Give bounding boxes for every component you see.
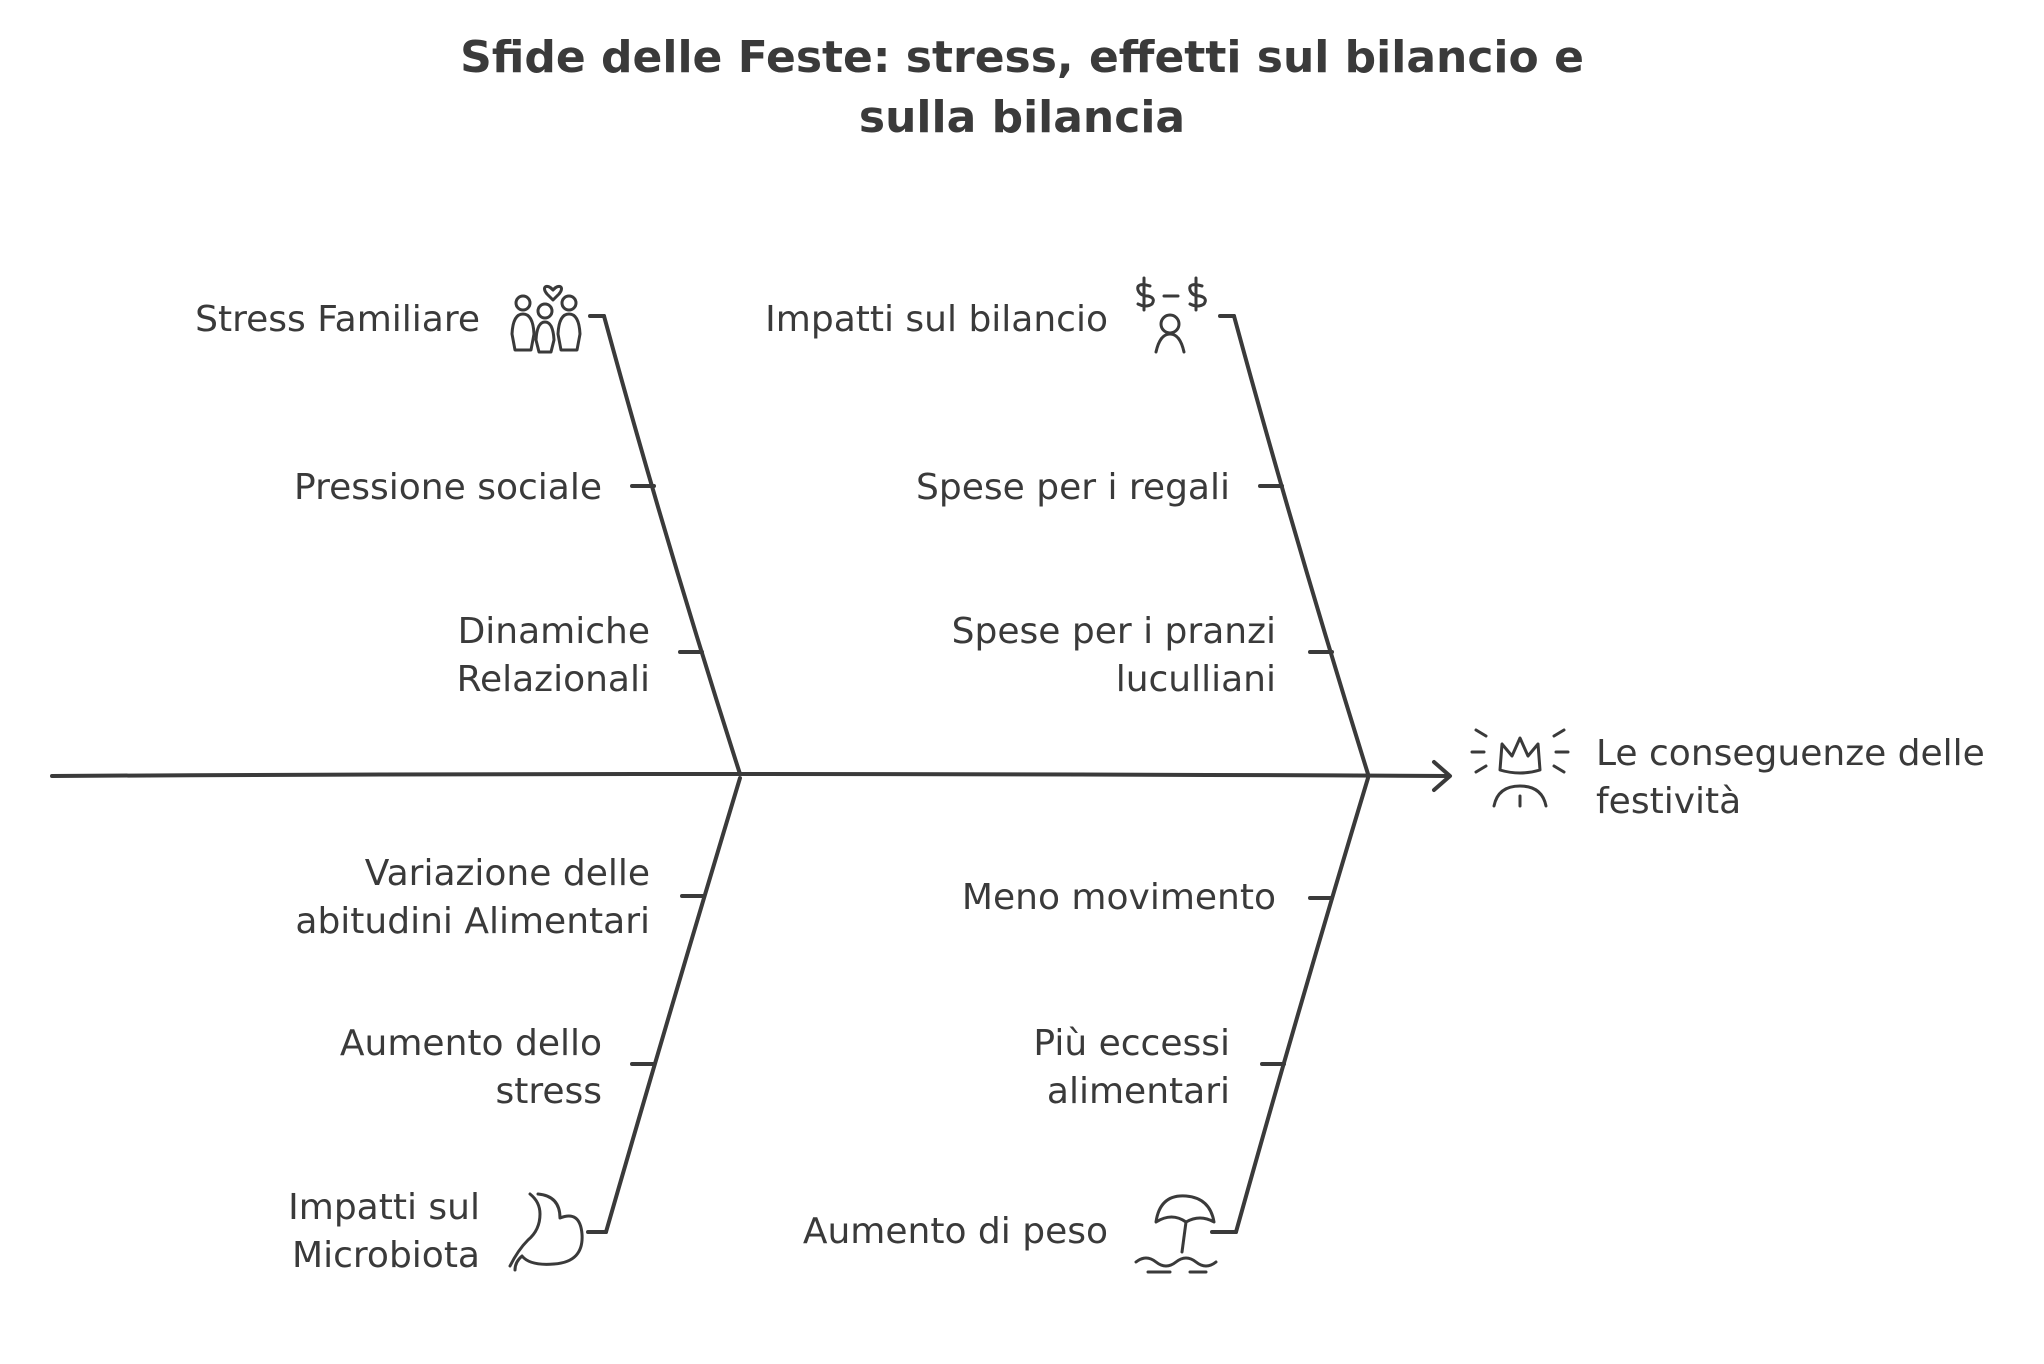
category-impatti-bilancio: Impatti sul bilancio xyxy=(765,299,1108,340)
spine-arrowhead xyxy=(1432,760,1452,792)
cause-spese-regali: Spese per i regali xyxy=(916,467,1230,508)
cause-variazione-abitudini: Variazione delle abitudini Alimentari xyxy=(295,853,650,942)
bone-stress-familiare xyxy=(602,314,742,776)
cause-spese-pranzi: Spese per i pranzi luculliani xyxy=(951,611,1276,700)
spine-line xyxy=(50,772,1450,778)
bone-aumento-peso xyxy=(1234,776,1370,1234)
title-line-2: sulla bilancia xyxy=(858,92,1186,143)
category-impatti-microbiota: Impatti sul Microbiota xyxy=(288,1187,480,1276)
cause-eccessi-alimentari: Più eccessi alimentari xyxy=(1033,1023,1230,1112)
cause-aumento-stress: Aumento dello stress xyxy=(339,1023,602,1112)
bone-impatti-microbiota xyxy=(604,776,742,1234)
page-title: Sfide delle Feste: stress, effetti sul b… xyxy=(0,28,2044,148)
money-person-icon xyxy=(1136,276,1207,354)
beach-umbrella-icon xyxy=(1134,1194,1218,1274)
stomach-icon xyxy=(508,1192,584,1272)
cause-pressione-sociale: Pressione sociale xyxy=(294,467,602,508)
cause-dinamiche-relazionali: Dinamiche Relazionali xyxy=(456,611,650,700)
category-stress-familiare: Stress Familiare xyxy=(195,299,480,340)
bone-impatti-bilancio xyxy=(1232,314,1370,776)
cause-meno-movimento: Meno movimento xyxy=(961,877,1276,918)
category-aumento-peso: Aumento di peso xyxy=(802,1211,1108,1252)
effect-label: Le conseguenze delle festività xyxy=(1596,733,1985,822)
crowned-person-icon xyxy=(1470,728,1570,808)
title-line-1: Sfide delle Feste: stress, effetti sul b… xyxy=(460,32,1584,83)
family-heart-icon xyxy=(510,284,582,354)
